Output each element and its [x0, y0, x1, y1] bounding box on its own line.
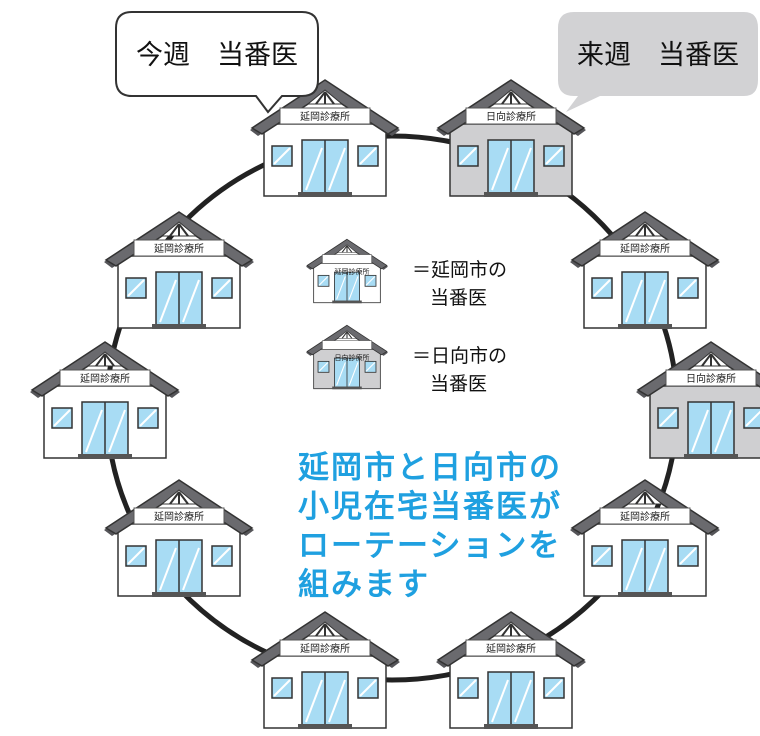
this-week-bubble: 今週 当番医 — [115, 11, 319, 114]
message-line1: 延岡市と日向市の — [297, 450, 562, 486]
clinic-house-nobeoka: 延岡診療所 — [104, 211, 254, 330]
clinic-house-nobeoka: 延岡診療所 — [30, 341, 180, 460]
clinic-house-nobeoka: 延岡診療所 — [250, 611, 400, 730]
clinic-sign: 延岡診療所 — [154, 510, 204, 523]
message-line3: ローテーションを — [298, 528, 561, 564]
main-message: 延岡市と日向市の 小児在宅当番医が ローテーションを 組みます — [297, 450, 562, 603]
legend-nobeoka-line2: 当番医 — [430, 287, 487, 309]
legend-nobeoka-line1: ＝延岡市の — [412, 259, 507, 281]
clinic-sign: 延岡診療所 — [620, 242, 670, 255]
next-week-bubble: 来週 当番医 — [558, 12, 758, 112]
clinic-sign: 延岡診療所 — [154, 242, 204, 255]
clinic-sign: 延岡診療所 — [486, 642, 536, 655]
clinic-house-nobeoka: 延岡診療所 — [570, 211, 720, 330]
legend-nobeoka: 延岡診療所 ＝延岡市の 当番医 — [306, 238, 507, 309]
clinic-house-nobeoka: 延岡診療所 — [436, 611, 586, 730]
legend-hyuga-sign: 日向診療所 — [335, 353, 370, 362]
clinic-house-nobeoka: 延岡診療所 — [570, 479, 720, 598]
clinic-house-nobeoka: 延岡診療所 — [250, 79, 400, 198]
clinic-house-hyuga: 日向診療所 — [636, 341, 760, 460]
message-line4: 組みます — [298, 567, 430, 603]
clinic-sign: 延岡診療所 — [300, 110, 350, 123]
clinic-sign: 日向診療所 — [486, 110, 536, 123]
legend-nobeoka-sign: 延岡診療所 — [335, 267, 370, 276]
clinic-house-nobeoka: 延岡診療所 — [104, 479, 254, 598]
legend-hyuga-line1: ＝日向市の — [412, 345, 507, 367]
message-line2: 小児在宅当番医が — [298, 489, 562, 525]
clinic-sign: 延岡診療所 — [620, 510, 670, 523]
clinic-sign: 延岡診療所 — [80, 372, 130, 385]
this-week-label: 今週 当番医 — [136, 40, 298, 71]
legend-hyuga: 日向診療所 ＝日向市の 当番医 — [306, 324, 507, 395]
clinic-sign: 日向診療所 — [686, 372, 736, 385]
clinic-houses: 延岡診療所日向診療所延岡診療所日向診療所延岡診療所延岡診療所延岡診療所延岡診療所… — [30, 79, 760, 730]
clinic-sign: 延岡診療所 — [300, 642, 350, 655]
legend-hyuga-line2: 当番医 — [430, 373, 487, 395]
legend: 延岡診療所 ＝延岡市の 当番医 日向診療所 ＝日向市の 当番医 — [306, 238, 507, 395]
clinic-house-hyuga: 日向診療所 — [436, 79, 586, 198]
next-week-label: 来週 当番医 — [577, 40, 739, 71]
